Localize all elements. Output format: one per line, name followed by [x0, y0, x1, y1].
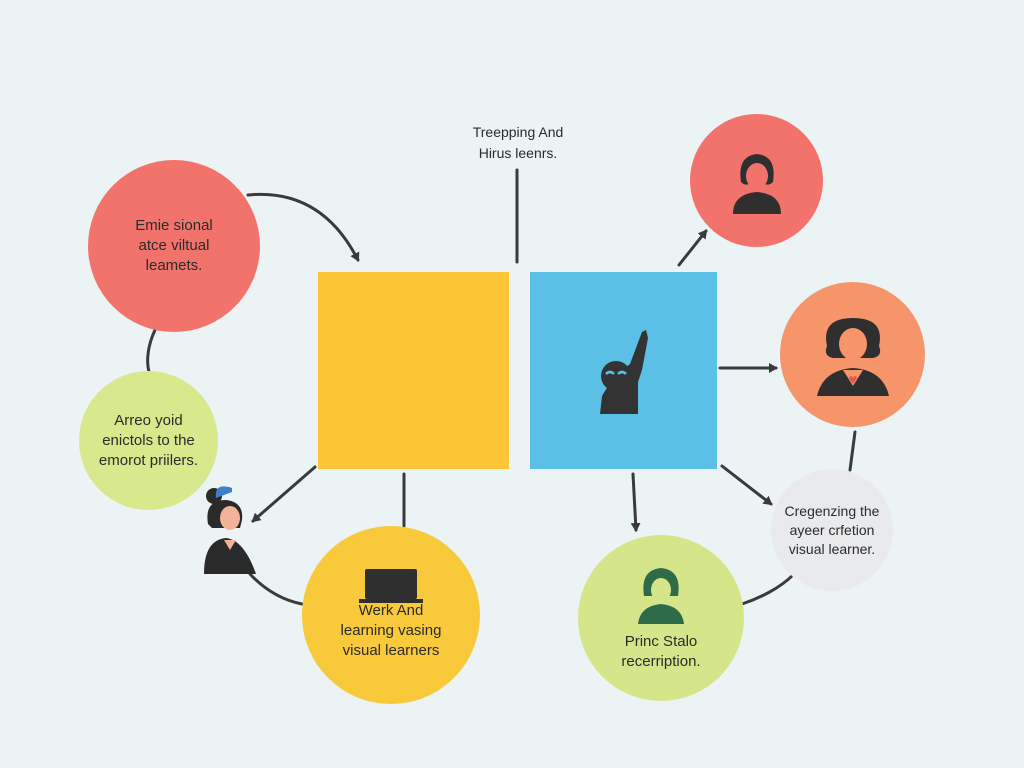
woman-avatar-icon	[732, 153, 781, 214]
node-green-bottom-label: Princ Stalo recerription.	[621, 633, 701, 670]
connector-woman-to-yellow-bottom	[248, 572, 304, 606]
node-orange-right	[780, 282, 925, 427]
node-green-bottom: Princ Stalo recerription.	[578, 535, 744, 701]
connector-red-to-yellow	[246, 192, 360, 262]
node-yellow-bottom: Werk And learning vasing visual learners	[302, 526, 480, 704]
connector-orange-to-gray	[848, 430, 857, 472]
node-green-left: Arreo yoid enictols to the emorot priile…	[79, 371, 218, 510]
connector-blue-to-top-right	[677, 229, 708, 267]
square-blue	[530, 272, 717, 469]
connector-gray-to-green-bottom	[740, 573, 795, 606]
diagram-top-label: Treepping And Hirus leenrs.	[472, 124, 564, 161]
node-red-left: Emie sional atce viltual leamets.	[88, 160, 260, 332]
node-yellow-bottom-label: Werk And learning vasing visual learners	[340, 602, 442, 659]
woman-at-laptop-figure	[200, 484, 260, 576]
node-red-top-right	[690, 114, 823, 247]
woman-at-laptop-icon	[204, 486, 256, 574]
node-gray-right: Cregenzing the ayeer crfetion visual lea…	[771, 469, 893, 591]
node-green-left-label: Arreo yoid enictols to the emorot priile…	[98, 411, 199, 469]
connector-blue-to-green-bottom	[630, 472, 641, 532]
square-yellow	[318, 272, 509, 469]
node-red-left-label: Emie sional atce viltual leamets.	[135, 217, 213, 274]
node-gray-right-label: Cregenzing the ayeer crfetion visual lea…	[784, 502, 880, 557]
laptop-icon	[359, 569, 423, 603]
woman-avatar-icon	[638, 568, 684, 624]
connector-yellow-to-woman	[251, 465, 317, 523]
connector-red-to-green-left	[146, 328, 157, 374]
woman-avatar-icon	[816, 317, 889, 396]
person-raising-hand-icon	[600, 330, 648, 414]
connector-blue-to-gray	[720, 464, 773, 506]
